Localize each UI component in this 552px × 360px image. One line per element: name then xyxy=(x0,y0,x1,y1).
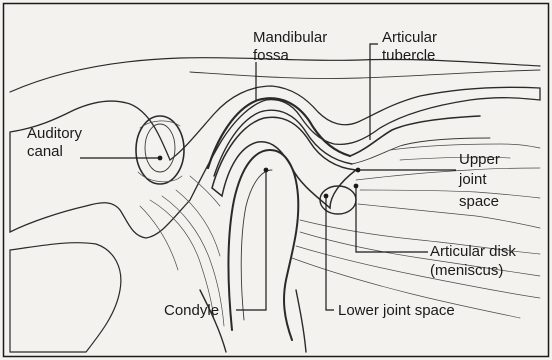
label-upper-joint-space-line3: space xyxy=(459,193,499,210)
label-condyle: Condyle xyxy=(164,302,219,319)
lower-joint-space-dot xyxy=(324,194,329,199)
label-mandibular-fossa-line1: Mandibular xyxy=(253,29,327,46)
label-articular-disk-line1: Articular disk xyxy=(430,243,516,260)
auditory-canal-dot xyxy=(158,156,163,161)
upper-joint-space-dot xyxy=(356,168,361,173)
label-articular-tubercle-line1: Articular xyxy=(382,29,437,46)
leader-lines xyxy=(80,44,456,310)
label-articular-tubercle-line2: tubercle xyxy=(382,47,435,64)
label-auditory-canal-line1: Auditory xyxy=(27,125,83,142)
articular-tubercle-leader xyxy=(370,44,378,140)
label-upper-joint-space-line2: joint xyxy=(458,171,487,188)
label-mandibular-fossa-line2: fossa xyxy=(253,47,290,64)
label-auditory-canal-line2: canal xyxy=(27,143,63,160)
condyle-dot xyxy=(264,168,269,173)
articular-disk-dot xyxy=(354,184,359,189)
label-upper-joint-space-line1: Upper xyxy=(459,151,500,168)
label-articular-disk-line2: (meniscus) xyxy=(430,262,503,279)
articular-disk-leader xyxy=(356,186,428,252)
label-lower-joint-space: Lower joint space xyxy=(338,302,455,319)
labels: Mandibular fossa Articular tubercle Audi… xyxy=(27,29,516,319)
